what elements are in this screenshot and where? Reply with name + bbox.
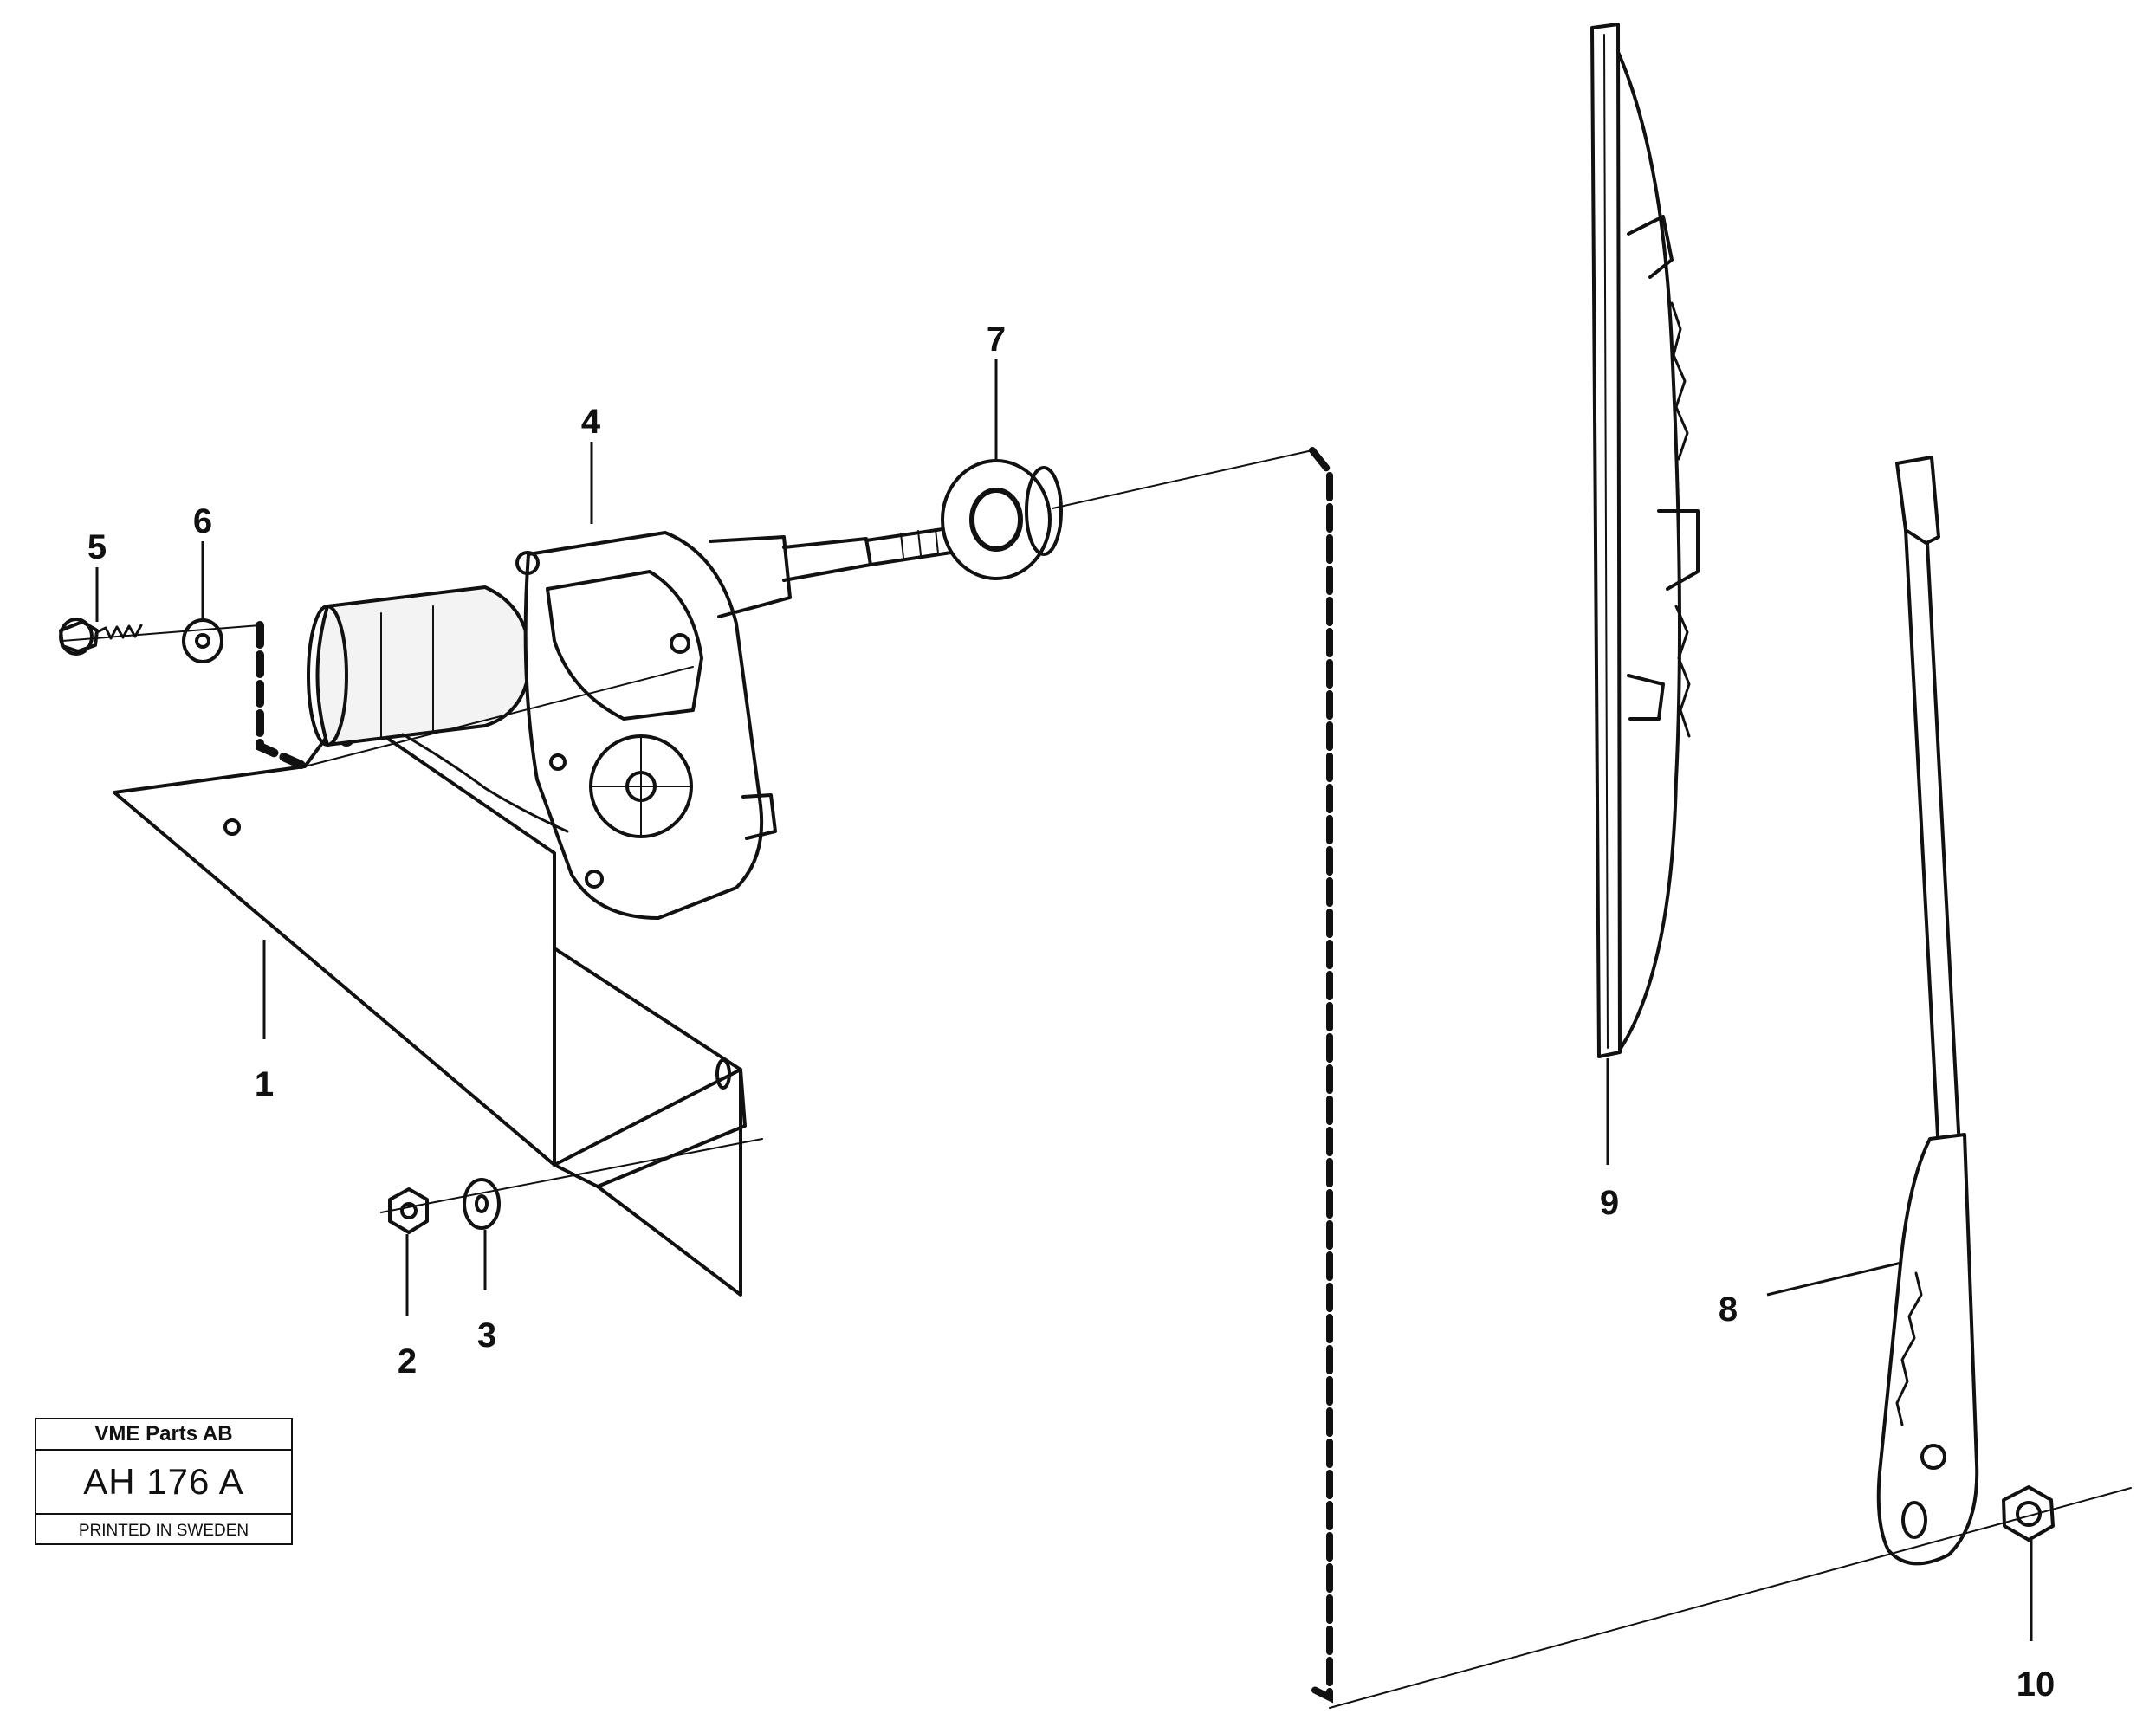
grommet-part-7 <box>941 459 1063 580</box>
washer-part-6 <box>182 618 223 663</box>
callout-10: 10 <box>2017 1665 2056 1704</box>
callout-9: 9 <box>1600 1184 1619 1222</box>
callout-5: 5 <box>87 528 107 566</box>
printed-note: PRINTED IN SWEDEN <box>78 1521 249 1540</box>
callout-4: 4 <box>581 403 601 441</box>
washer-part-3 <box>463 1178 501 1230</box>
title-block: VME Parts AB AH 176 A PRINTED IN SWEDEN <box>35 1418 293 1545</box>
callout-2: 2 <box>398 1342 417 1381</box>
wiper-arm-part-8 <box>1876 456 1979 1566</box>
nut-part-2 <box>388 1187 429 1234</box>
nut-part-10 <box>2002 1485 2055 1542</box>
wiper-blade-part-9 <box>1590 23 1700 1058</box>
drawing-code: AH 176 A <box>36 1451 291 1515</box>
company-name: VME Parts AB <box>36 1419 291 1451</box>
assembly-lines <box>62 447 2132 1709</box>
callout-8: 8 <box>1719 1290 1738 1329</box>
wiper-motor-part-4 <box>307 527 953 920</box>
callout-6: 6 <box>193 502 212 540</box>
callout-3: 3 <box>477 1316 496 1355</box>
screw-part-5 <box>59 618 143 656</box>
callout-7: 7 <box>987 320 1006 359</box>
callout-1: 1 <box>255 1065 274 1103</box>
leader-lines <box>95 359 2033 1641</box>
